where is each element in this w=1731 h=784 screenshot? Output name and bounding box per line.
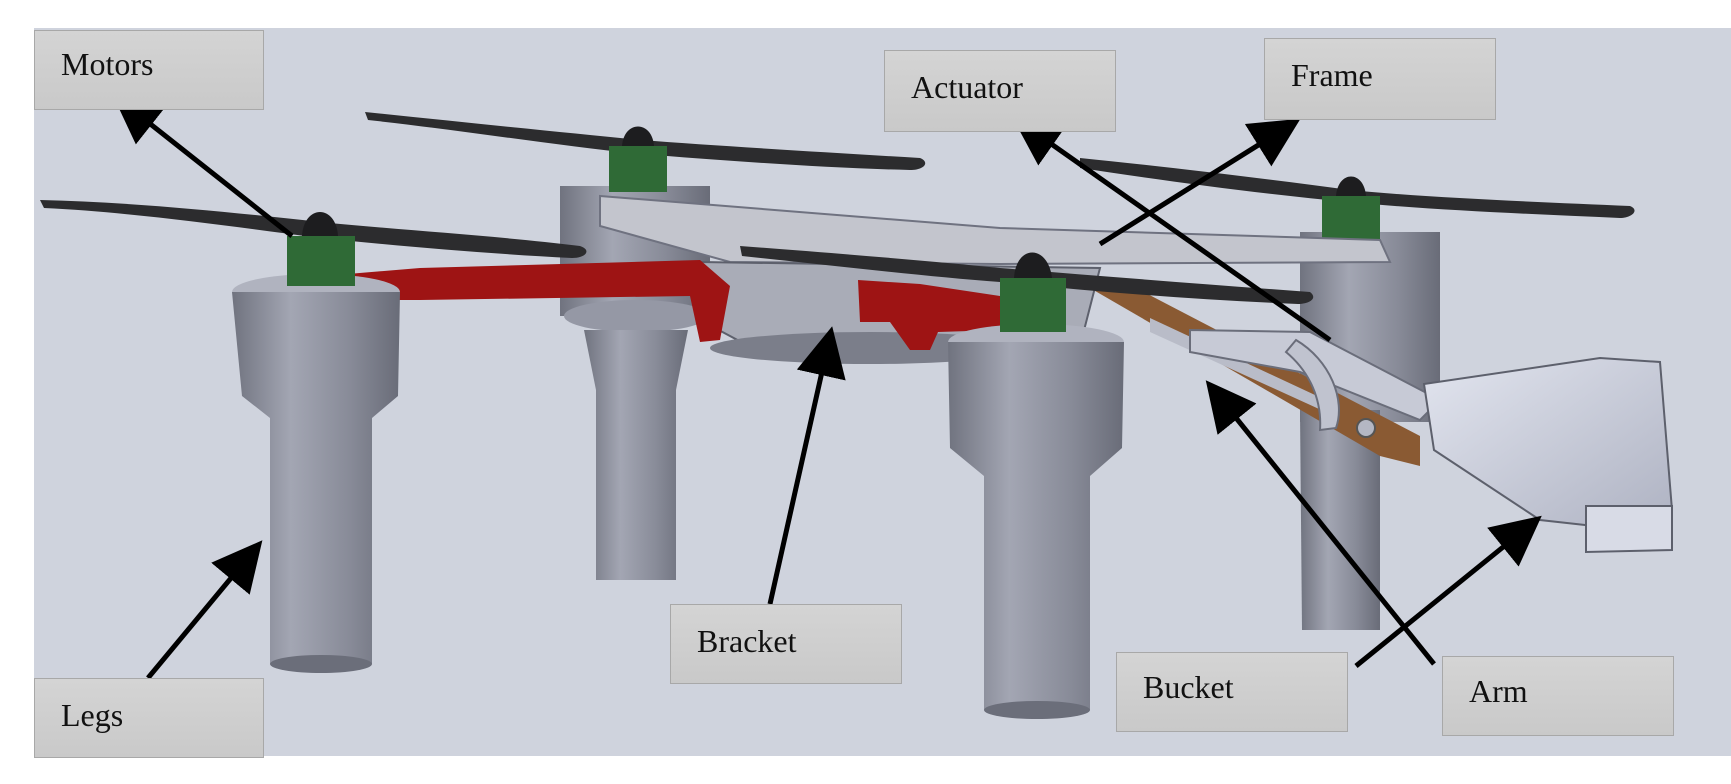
arrow-frame — [1098, 118, 1301, 247]
label-motors: Motors — [34, 30, 264, 110]
bucket-body — [1422, 356, 1674, 554]
label-bucket: Bucket — [1116, 652, 1348, 732]
propeller-back-right — [1080, 158, 1635, 218]
label-legs: Legs — [34, 678, 264, 758]
leg-front-left — [232, 274, 400, 673]
label-frame: Frame — [1264, 38, 1496, 120]
label-arm: Arm — [1442, 656, 1674, 736]
leg-front-right — [948, 324, 1124, 719]
frame-arm-red — [300, 260, 1000, 350]
motor-back-left — [609, 126, 667, 192]
arrow-bucket — [1354, 515, 1542, 668]
motor-back-right — [1322, 176, 1380, 240]
arrow-arm — [1205, 380, 1436, 666]
actuator-body — [1189, 328, 1442, 438]
arrow-bracket — [767, 326, 846, 605]
motor-front-left — [287, 212, 355, 286]
label-actuator: Actuator — [884, 50, 1116, 132]
arrow-actuator — [1011, 116, 1332, 343]
label-bracket: Bracket — [670, 604, 902, 684]
arrow-motors — [112, 93, 294, 238]
arrow-legs — [146, 540, 263, 680]
motor-front-right — [1000, 252, 1066, 332]
